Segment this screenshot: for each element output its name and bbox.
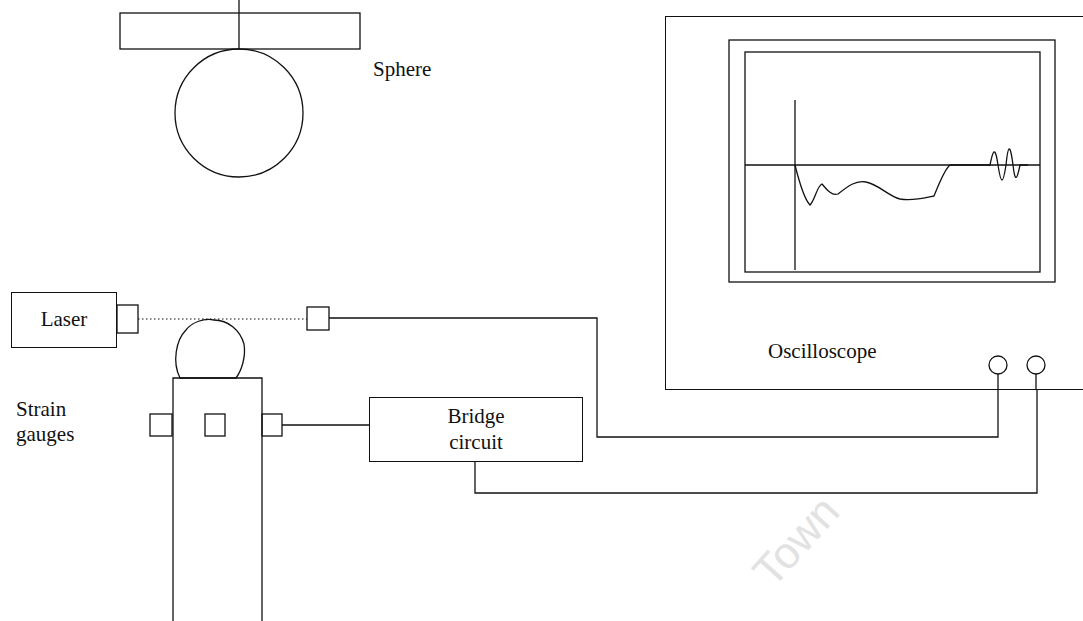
laser-aperture [117, 305, 138, 333]
suspension-rod [238, 0, 239, 49]
input-terminal [1027, 356, 1045, 374]
screen-bezel [729, 40, 1055, 282]
screen [745, 52, 1040, 272]
signal-trace [795, 149, 1028, 205]
strain-gauge [262, 414, 282, 436]
trigger-axis [794, 100, 795, 270]
time-axis [745, 164, 1040, 165]
detector-wire [329, 318, 998, 437]
specimen-head [176, 319, 245, 378]
gauge-wire [282, 424, 369, 425]
part-name: Sphere [373, 57, 431, 82]
part-name: Strain gauges [16, 397, 88, 447]
bridge-box: Bridge circuit [369, 397, 583, 462]
strain-gauge [205, 414, 225, 436]
watermark: Town [742, 486, 850, 598]
oscilloscope-box: Oscilloscope [665, 16, 1083, 390]
strain-gauge [150, 414, 172, 436]
laser-box: Laser [11, 292, 117, 348]
node-label: Bridge circuit [436, 404, 516, 454]
terminal-lead [1035, 374, 1036, 390]
specimen-bar [173, 378, 262, 621]
laser-beam [138, 318, 307, 319]
photo-detector [307, 307, 329, 330]
node-label: Laser [41, 307, 88, 332]
node-label: Oscilloscope [768, 339, 876, 364]
sphere-outline [175, 49, 303, 177]
input-terminal [989, 356, 1007, 374]
signal-wire [475, 390, 1037, 493]
support-bar [120, 13, 360, 49]
